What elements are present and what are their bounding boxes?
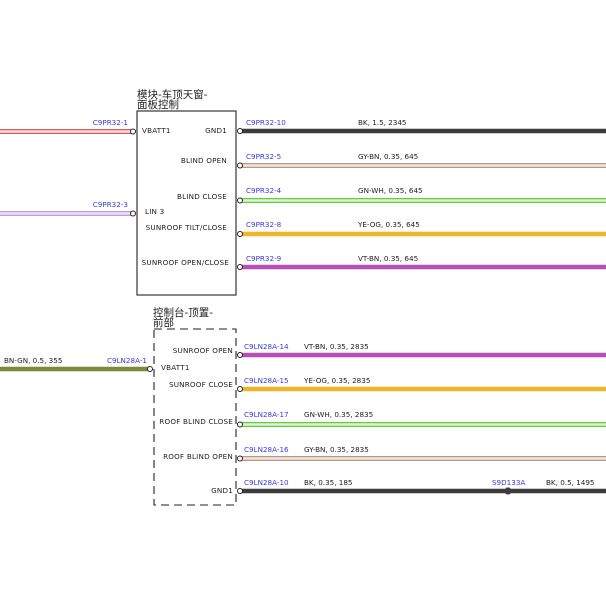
pin-terminal-icon (237, 162, 243, 169)
pin-label: SUNROOF OPEN/CLOSE (142, 258, 230, 267)
pin-terminal-icon (147, 366, 153, 372)
wire-gn-wh-body (240, 198, 606, 203)
module-1-pin-gnd1[interactable]: GND1 C9PR32-10 BK, 1.5, 2345 (205, 118, 606, 135)
connector-label: C9PR32-3 (93, 200, 128, 209)
module-1-pin-lin3[interactable]: C9PR32-3 LIN 3 (0, 200, 164, 217)
module-2-pin-sunroof-close[interactable]: SUNROOF CLOSE C9LN28A-15 YE-OG, 0.35, 28… (169, 376, 606, 392)
wire-spec-label: GN-WH, 0.35, 2835 (304, 410, 373, 419)
wire-spec-label: GY-BN, 0.35, 645 (358, 152, 418, 161)
module-1-pin-vbatt1[interactable]: C9PR32-1 VBATT1 (0, 118, 171, 135)
pin-label: ROOF BLIND OPEN (163, 452, 233, 461)
wire-spec-label: YE-OG, 0.35, 645 (357, 220, 420, 229)
connector-label: C9PR32-8 (246, 220, 282, 229)
pin-label: ROOF BLIND CLOSE (159, 417, 233, 426)
module-2-pin-roof-blind-close[interactable]: ROOF BLIND CLOSE C9LN28A-17 GN-WH, 0.35,… (159, 410, 606, 428)
module-1-pin-sunroof-tilt-close[interactable]: SUNROOF TILT/CLOSE C9PR32-8 YE-OG, 0.35,… (146, 220, 606, 237)
pin-terminal-icon (237, 352, 243, 358)
pin-terminal-icon (237, 488, 243, 494)
wire-vt-wh-body (0, 211, 133, 216)
splice-spec-label: BK, 0.5, 1495 (546, 478, 595, 487)
wire-spec-label: VT-BN, 0.35, 2835 (304, 342, 369, 351)
pin-terminal-icon (237, 264, 243, 270)
module-sunroof-panel-control: 模块-车顶天窗- 面板控制 C9PR32-1 VBATT1 C9PR32-3 L… (0, 88, 606, 296)
wire-gy-bn-body (240, 456, 606, 461)
pin-terminal-icon (237, 455, 243, 462)
pin-label: SUNROOF TILT/CLOSE (146, 223, 228, 232)
wire-gy-bn-body (240, 163, 606, 168)
pin-terminal-icon (130, 128, 136, 135)
connector-label: C9LN28A-1 (107, 356, 147, 365)
wire-spec-label: BN-GN, 0.5, 355 (4, 356, 62, 365)
connector-label: C9LN28A-14 (244, 342, 289, 351)
pin-label: BLIND OPEN (181, 156, 227, 165)
connector-label: C9PR32-10 (246, 118, 286, 127)
pin-terminal-icon (237, 421, 243, 428)
module-console-overhead-front: 控制台-顶置- 前部 BN-GN, 0.5, 355 C9LN28A-1 VBA… (0, 306, 606, 506)
connector-label: C9PR32-1 (93, 118, 128, 127)
wire-spec-label: YE-OG, 0.35, 2835 (303, 376, 370, 385)
pin-terminal-icon (237, 231, 243, 237)
wire-spec-label: BK, 0.35, 185 (304, 478, 353, 487)
pin-label: BLIND CLOSE (177, 192, 227, 201)
wire-spec-label: GY-BN, 0.35, 2835 (304, 445, 369, 454)
connector-label: C9PR32-5 (246, 152, 281, 161)
wire-gn-wh-body (240, 422, 606, 427)
module-1-box (136, 110, 237, 296)
pin-label: LIN 3 (145, 207, 164, 216)
wire-rd-wh-body (0, 129, 133, 134)
splice-connector-label: S9D133A (492, 478, 525, 487)
module-2-title-line-2: 前部 (153, 316, 174, 329)
pin-label: SUNROOF CLOSE (169, 380, 233, 389)
connector-label: C9LN28A-17 (244, 410, 289, 419)
connector-label: C9LN28A-15 (244, 376, 289, 385)
module-2-pin-vbatt1[interactable]: BN-GN, 0.5, 355 C9LN28A-1 VBATT1 (0, 356, 190, 372)
wire-spec-label: GN-WH, 0.35, 645 (358, 186, 423, 195)
module-1-pin-blind-close[interactable]: BLIND CLOSE C9PR32-4 GN-WH, 0.35, 645 (177, 186, 606, 204)
connector-label: C9LN28A-16 (244, 445, 289, 454)
module-2-title-line-1: 控制台-顶置- (153, 306, 213, 319)
pin-label: VBATT1 (161, 363, 190, 372)
module-2-pin-gnd1[interactable]: GND1 C9LN28A-10 BK, 0.35, 185 S9D133A BK… (211, 478, 606, 495)
module-2-box (153, 328, 237, 506)
module-2-pin-sunroof-open[interactable]: SUNROOF OPEN C9LN28A-14 VT-BN, 0.35, 283… (173, 342, 606, 358)
connector-label: C9LN28A-10 (244, 478, 289, 487)
pin-label: SUNROOF OPEN (173, 346, 233, 355)
pin-label: GND1 (205, 126, 227, 135)
pin-label: GND1 (211, 486, 233, 495)
connector-label: C9PR32-9 (246, 254, 282, 263)
pin-terminal-icon (237, 386, 243, 392)
pin-terminal-icon (130, 210, 136, 217)
module-2-pin-roof-blind-open[interactable]: ROOF BLIND OPEN C9LN28A-16 GY-BN, 0.35, … (163, 445, 606, 462)
connector-label: C9PR32-4 (246, 186, 282, 195)
splice-dot-icon (504, 487, 512, 495)
wire-spec-label: BK, 1.5, 2345 (358, 118, 407, 127)
pin-label: VBATT1 (142, 126, 171, 135)
module-1-title-line-1: 模块-车顶天窗- (137, 88, 208, 101)
module-1-title-line-2: 面板控制 (137, 98, 179, 111)
module-1-pin-sunroof-open-close[interactable]: SUNROOF OPEN/CLOSE C9PR32-9 VT-BN, 0.35,… (142, 254, 606, 270)
module-1-pin-blind-open[interactable]: BLIND OPEN C9PR32-5 GY-BN, 0.35, 645 (181, 152, 606, 169)
pin-terminal-icon (237, 197, 243, 204)
pin-terminal-icon (237, 128, 243, 134)
wire-spec-label: VT-BN, 0.35, 645 (358, 254, 418, 263)
